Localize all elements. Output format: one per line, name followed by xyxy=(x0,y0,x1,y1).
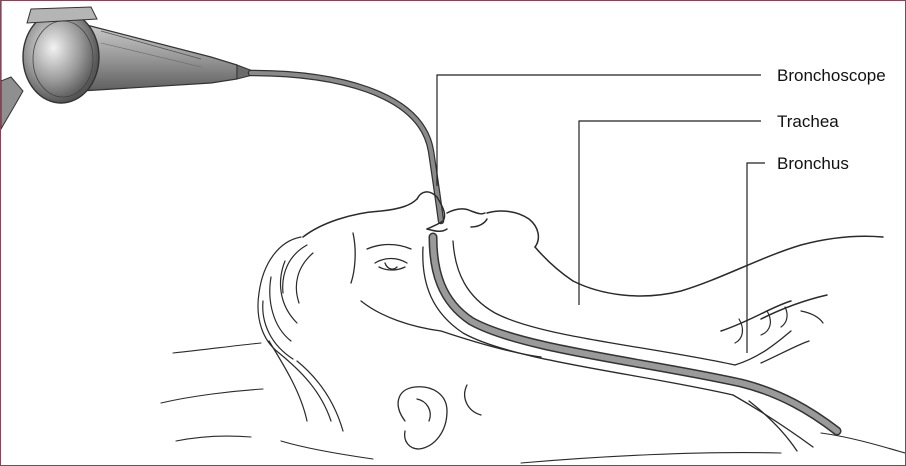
bronchoscope-leader-line xyxy=(437,75,761,186)
bronchoscope-handle xyxy=(1,1,253,129)
patient-hair xyxy=(258,237,343,431)
label-bronchoscope: Bronchoscope xyxy=(777,66,886,85)
label-bronchus: Bronchus xyxy=(777,154,849,173)
patient-head xyxy=(303,192,883,331)
leader-lines xyxy=(437,75,765,353)
trachea-leader-line xyxy=(579,121,761,305)
bronchoscope-tube xyxy=(251,73,441,221)
bronchus-leader-line xyxy=(747,163,765,353)
label-trachea: Trachea xyxy=(777,112,839,131)
